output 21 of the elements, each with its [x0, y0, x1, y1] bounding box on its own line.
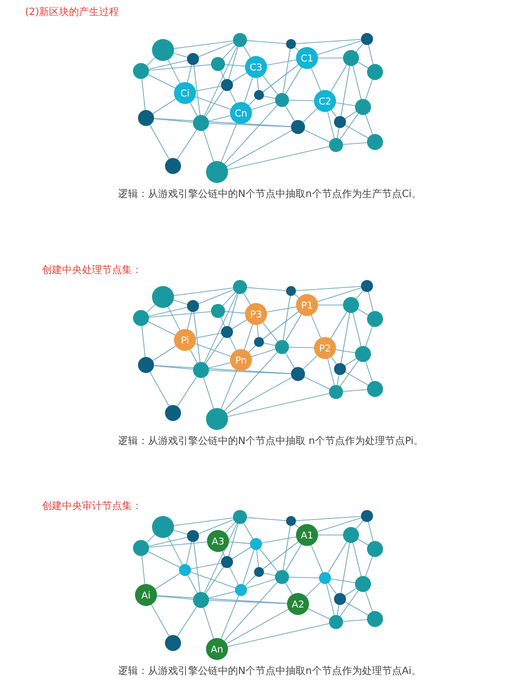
node-label: A3	[212, 536, 224, 548]
caption: 逻辑：从游戏引擎公链中的N个节点中抽取 n个节点作为处理节点Pi。	[118, 434, 424, 448]
node-label: P3	[250, 310, 262, 320]
node-label: Ai	[141, 590, 151, 602]
node-label: P1	[301, 300, 313, 312]
node-label: A2	[292, 600, 304, 610]
caption: 逻辑：从游戏引擎公链中的N个节点中抽取n个节点作为生产节点Ci。	[118, 188, 422, 201]
section-heading: (2)新区块的产生过程	[25, 6, 120, 19]
caption: 逻辑：从游戏引擎公链中的N个节点中抽取n个节点作为处理节点Ai。	[118, 664, 422, 678]
section-heading: 创建中央审计节点集：	[42, 500, 142, 513]
node-label: P2	[319, 344, 331, 354]
node-label: Cn	[234, 108, 248, 120]
node-label: Ci	[180, 88, 190, 100]
node-label: C2	[318, 96, 332, 108]
node-label: Pn	[235, 356, 247, 366]
node-label: An	[210, 644, 224, 656]
node-label: C3	[250, 62, 262, 74]
section-heading: 创建中央处理节点集：	[42, 264, 142, 277]
node-label: C1	[300, 54, 314, 64]
node-label: A1	[300, 530, 314, 542]
node-label: Pi	[180, 336, 190, 346]
